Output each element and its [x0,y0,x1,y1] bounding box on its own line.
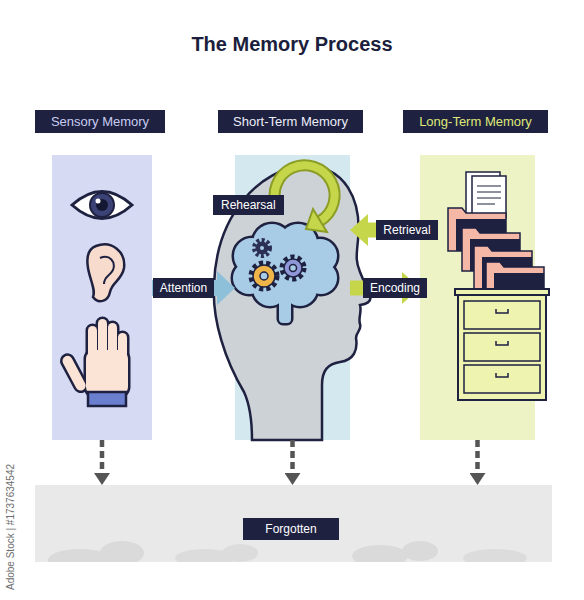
process-label: Rehearsal [213,195,284,215]
arrow-label: Encoding [363,278,427,298]
forgotten-band: Forgotten [35,485,552,562]
forgotten-label: Forgotten [243,518,339,540]
memory-stage-panel: Sensory Memory [52,155,152,440]
watermark: Adobe Stock | #1737634542 [5,464,16,590]
forgetting-arrow [290,440,295,473]
forgetting-arrow [100,440,105,473]
memory-stage-panel: Long-Term Memory [420,155,535,440]
forgetting-arrow [475,440,480,473]
diagram-title: The Memory Process [0,33,584,56]
stage-heading: Sensory Memory [35,110,165,133]
arrow-label: Attention [153,278,214,298]
stage-heading: Short-Term Memory [218,110,363,133]
stage-heading: Long-Term Memory [403,110,548,133]
arrow-label: Retrieval [376,220,437,240]
